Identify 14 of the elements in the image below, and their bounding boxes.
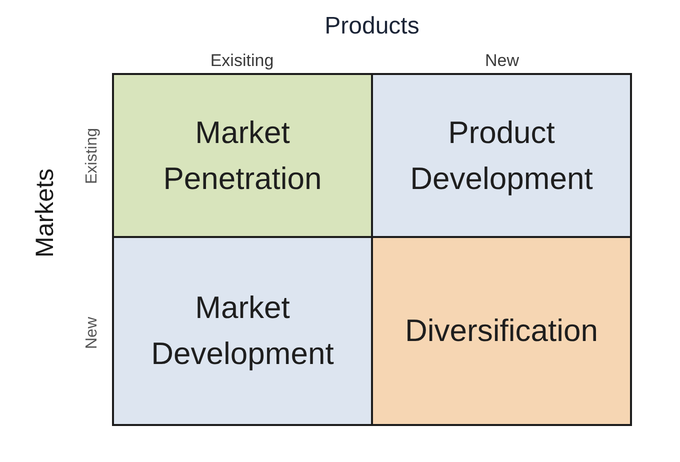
quadrant-box [112,236,373,426]
row-header: Existing [82,128,102,184]
quadrant-title: Market Development [150,289,335,373]
quadrant-title: Product Development [409,114,594,198]
row-header: New [82,317,102,349]
quadrant-box [371,236,632,426]
quadrant-box [112,73,373,238]
quadrant-title: Diversification [405,312,598,350]
axis-title: Markets [30,168,60,258]
quadrant-box [371,73,632,238]
column-header: New [485,50,519,72]
column-header: Exisiting [210,50,274,72]
axis-title: Products [324,12,420,42]
quadrant-title: Market Penetration [162,114,323,198]
